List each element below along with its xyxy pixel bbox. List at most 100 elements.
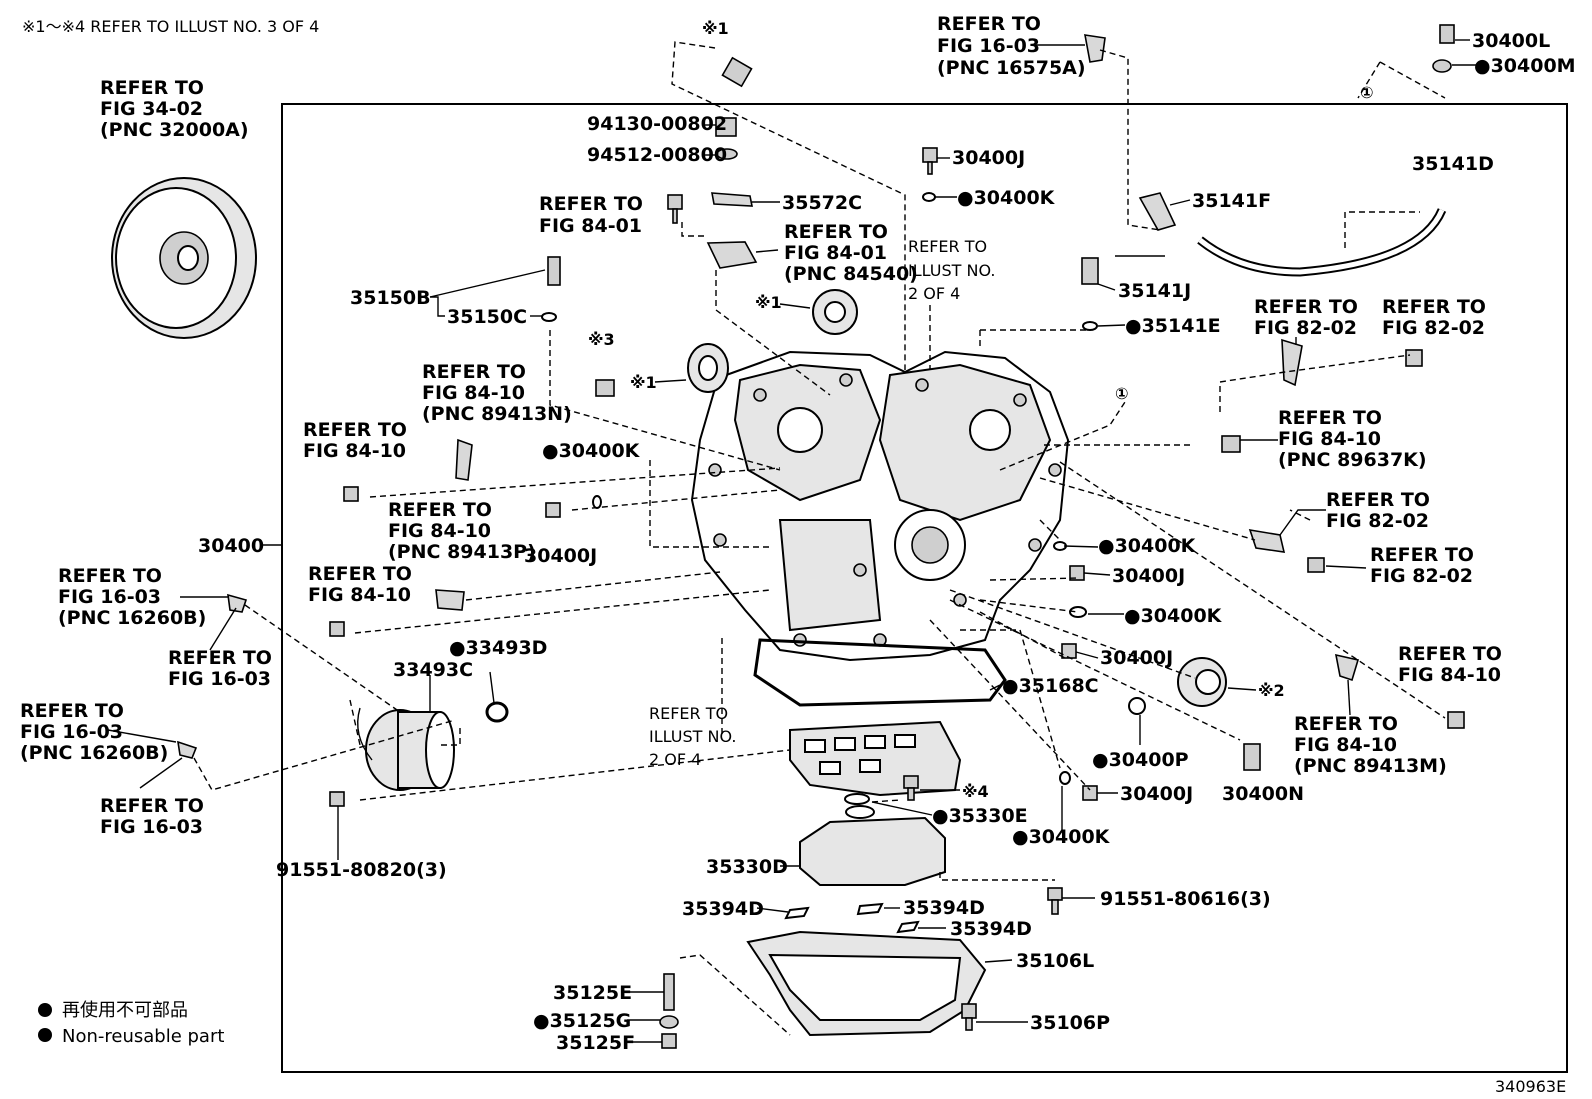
sensor-icon	[177, 34, 1360, 759]
callout-1-mid: ①	[1115, 384, 1129, 403]
ref-fig8410-e-l1: REFER TO	[1278, 407, 1382, 429]
ref-illust2-b-l3: 2 OF 4	[649, 750, 701, 769]
part-label-35141F: 35141F	[1192, 190, 1271, 212]
ref-fig8202-a-l1: REFER TO	[1254, 296, 1358, 318]
ref-fig8202-a-l2: FIG 82-02	[1254, 317, 1357, 339]
note-x1-mid: ※1	[755, 293, 782, 312]
washer-icon	[541, 192, 1146, 934]
ref-fig8410-g-l3: (PNC 89413M)	[1294, 755, 1447, 777]
part-label-33493D: ●33493D	[449, 637, 547, 659]
part-label-91551-80820: 91551-80820(3)	[276, 859, 447, 881]
part-label-30400K-d: ●30400K	[1124, 605, 1223, 627]
ref-fig8202-d-l2: FIG 82-02	[1370, 565, 1473, 587]
ref-illust2-b-l1: REFER TO	[649, 704, 728, 723]
ref-fig1603-top-l1: REFER TO	[937, 13, 1041, 35]
ref-fig8401-a-l1: REFER TO	[539, 193, 643, 215]
part-label-35150C: 35150C	[447, 306, 527, 328]
ref-fig1603-l2-l1: REFER TO	[168, 647, 272, 669]
non-reusable-dot-icon	[38, 1028, 52, 1042]
part-label-35168C: ●35168C	[1002, 675, 1099, 697]
part-label-35330D: 35330D	[706, 856, 788, 878]
part-label-91551-80616: 91551-80616(3)	[1100, 888, 1271, 910]
ref-fig8410-e-l2: FIG 84-10	[1278, 428, 1381, 450]
ref-illust2-b-l2: ILLUST NO.	[649, 727, 736, 746]
part-label-30400J-b: 30400J	[524, 545, 597, 567]
oil-cooler-part	[357, 707, 455, 791]
ref-fig8410-b-l2: FIG 84-10	[303, 440, 406, 462]
ref-fig8410-a-l2: FIG 84-10	[422, 382, 525, 404]
note-x3: ※3	[588, 330, 615, 349]
ref-fig8410-f-l1: REFER TO	[1398, 643, 1502, 665]
part-label-35125F: 35125F	[556, 1032, 635, 1054]
ref-fig1603-top-l2: FIG 16-03	[937, 35, 1040, 57]
ref-fig8401-b-l3: (PNC 84540)	[784, 263, 918, 285]
ref-fig3402-l2: FIG 34-02	[100, 98, 203, 120]
ref-fig8401-b-l1: REFER TO	[784, 221, 888, 243]
part-label-30400N: 30400N	[1222, 783, 1304, 805]
part-label-30400K-a: ●30400K	[957, 187, 1056, 209]
bolt-icon	[329, 24, 1465, 1049]
ref-illust2-a-l3: 2 OF 4	[908, 284, 960, 303]
ref-fig8410-g-l1: REFER TO	[1294, 713, 1398, 735]
ref-fig8401-b-l2: FIG 84-01	[784, 242, 887, 264]
ref-fig1603-l1-l2: FIG 16-03	[58, 586, 161, 608]
legend-japanese: 再使用不可部品	[62, 1000, 188, 1021]
part-label-30400J-c: 30400J	[1112, 565, 1185, 587]
part-label-35141D: 35141D	[1412, 153, 1494, 175]
ref-fig1603-l2-l2: FIG 16-03	[168, 668, 271, 690]
part-label-94130: 94130-00802	[587, 113, 727, 135]
part-label-30400K-b: ●30400K	[542, 440, 641, 462]
ref-fig1603-l3-l3: (PNC 16260B)	[20, 742, 168, 764]
ref-fig8410-a-l3: (PNC 89413N)	[422, 403, 572, 425]
note-x2: ※2	[1258, 681, 1285, 700]
callout-1-top: ①	[1360, 83, 1374, 102]
ref-fig8401-a-l2: FIG 84-01	[539, 215, 642, 237]
part-label-35125G: ●35125G	[533, 1010, 631, 1032]
ref-fig1603-l3-l2: FIG 16-03	[20, 721, 123, 743]
legend-english: Non-reusable part	[62, 1026, 224, 1047]
ref-fig8410-a-l1: REFER TO	[422, 361, 526, 383]
ref-fig8410-d-l1: REFER TO	[308, 563, 412, 585]
valve-body-part	[789, 720, 962, 797]
ref-fig8202-b-l2: FIG 82-02	[1382, 317, 1485, 339]
note-x1-left: ※1	[630, 373, 657, 392]
ref-fig8202-c-l1: REFER TO	[1326, 489, 1430, 511]
ref-fig1603-l1-l3: (PNC 16260B)	[58, 607, 206, 629]
ref-fig8202-d-l1: REFER TO	[1370, 544, 1474, 566]
note-x1-top: ※1	[702, 19, 729, 38]
transaxle-housing-part	[690, 350, 1070, 662]
ref-fig8410-g-l2: FIG 84-10	[1294, 734, 1397, 756]
part-label-35330E: ●35330E	[932, 805, 1028, 827]
gasket-35168C-part	[753, 638, 1007, 707]
ref-fig8410-c-l1: REFER TO	[388, 499, 492, 521]
part-label-35394D-c: 35394D	[950, 918, 1032, 940]
part-label-30400M: ●30400M	[1474, 55, 1576, 77]
assembly-frame	[281, 103, 1568, 1073]
ref-fig8410-c-l3: (PNC 89413P)	[388, 541, 536, 563]
ref-fig8202-c-l2: FIG 82-02	[1326, 510, 1429, 532]
ref-fig1603-l4-l1: REFER TO	[100, 795, 204, 817]
part-label-30400K-e: ●30400K	[1012, 826, 1111, 848]
part-label-30400K-c: ●30400K	[1098, 535, 1197, 557]
ref-fig8202-b-l1: REFER TO	[1382, 296, 1486, 318]
part-label-30400L: 30400L	[1472, 30, 1550, 52]
ref-fig8410-d-l2: FIG 84-10	[308, 584, 411, 606]
ref-fig3402-l1: REFER TO	[100, 77, 204, 99]
part-label-35394D-b: 35394D	[903, 897, 985, 919]
ref-fig1603-l3-l1: REFER TO	[20, 700, 124, 722]
part-label-33493C: 33493C	[393, 659, 473, 681]
ref-fig8410-e-l3: (PNC 89637K)	[1278, 449, 1427, 471]
part-label-35106L: 35106L	[1016, 950, 1094, 972]
note-x4: ※4	[962, 782, 989, 801]
part-label-35141E: ●35141E	[1125, 315, 1221, 337]
part-label-35572C: 35572C	[782, 192, 862, 214]
ref-fig1603-l1-l1: REFER TO	[58, 565, 162, 587]
ref-fig8410-c-l2: FIG 84-10	[388, 520, 491, 542]
ref-fig8410-f-l2: FIG 84-10	[1398, 664, 1501, 686]
part-label-94512: 94512-00800	[587, 144, 727, 166]
oil-pan-part	[746, 930, 987, 1037]
ref-fig3402-l3: (PNC 32000A)	[100, 119, 249, 141]
part-label-35106P: 35106P	[1030, 1012, 1110, 1034]
non-reusable-dot-icon	[38, 1003, 52, 1017]
